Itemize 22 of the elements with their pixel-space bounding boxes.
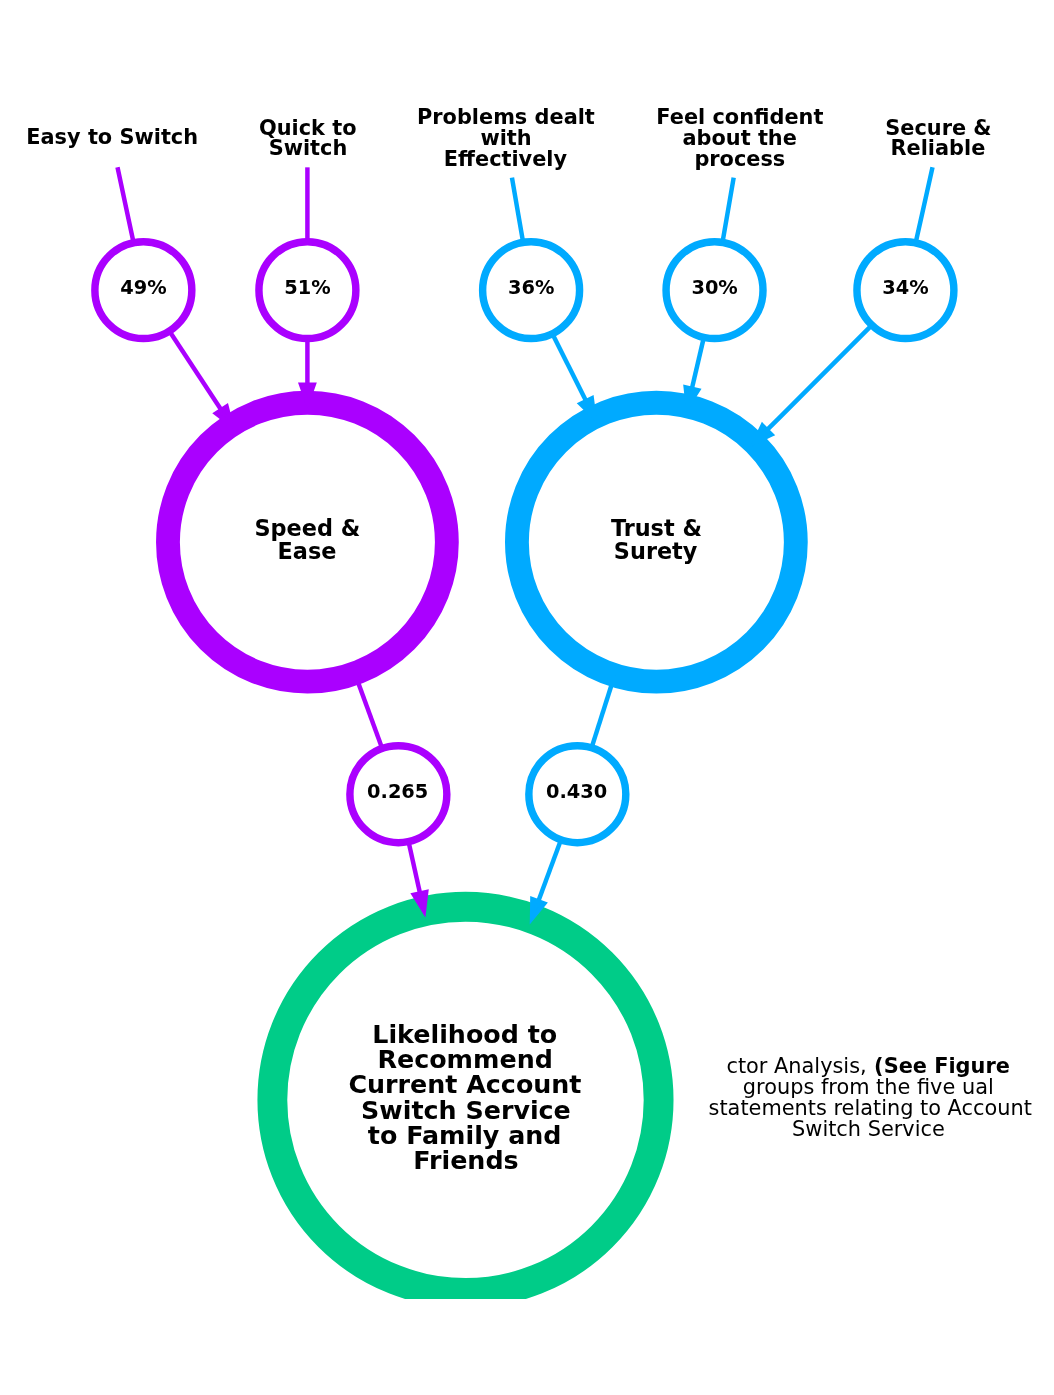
node-circle: 49% <box>91 237 196 342</box>
node-text: Secure & Reliable <box>885 115 992 160</box>
connector <box>305 166 310 241</box>
label: ctor Analysis, (See Figure groups from the five ual statements relating to Account Switch Service <box>708 1053 1032 1141</box>
node-circle: 30% <box>662 237 767 342</box>
connector <box>913 166 935 243</box>
node-circle: Trust & Surety <box>505 390 808 694</box>
node-circle: Speed & Ease <box>156 390 459 694</box>
node-text: Easy to Switch <box>26 124 199 149</box>
arrow <box>529 839 563 925</box>
node-text: Feel confident about the process <box>656 104 824 171</box>
node-circle: Likelihood to Recommend Current Account Switch Service to Family and Friends <box>257 891 674 1299</box>
node-text: Problems dealt with Effectively <box>417 104 595 171</box>
node-circle: 51% <box>255 237 360 342</box>
connector <box>115 166 136 243</box>
connector <box>509 176 526 242</box>
node-circle: 36% <box>478 237 584 342</box>
node-circle: 0.430 <box>525 741 630 846</box>
node-circle: 34% <box>853 237 958 342</box>
node-text: Quick to Switch <box>258 115 357 160</box>
node-circle: 0.265 <box>346 741 451 846</box>
connector <box>720 176 736 242</box>
